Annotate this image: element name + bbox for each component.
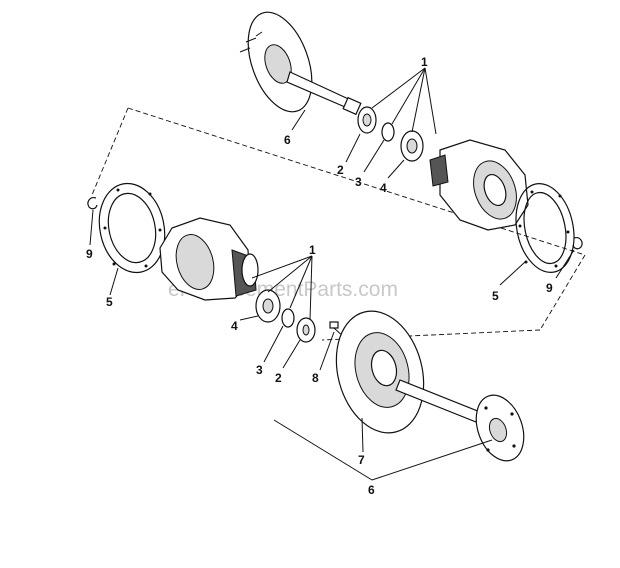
- callout-labels: 1 6 2 3 4 5 9 9 5 1 4 3 2 8 7 6: [86, 55, 553, 497]
- alignment-lines: [91, 107, 586, 341]
- upper-axle-shaft: [239, 11, 362, 116]
- callout-lower-2: 2: [275, 371, 282, 385]
- lower-snap-ring: [281, 308, 295, 328]
- upper-snap-ring: [381, 122, 395, 142]
- callout-upper-4: 4: [380, 181, 387, 195]
- leader-lines: [89, 67, 575, 481]
- callout-lower-3: 3: [256, 363, 263, 377]
- callout-left-9: 9: [86, 247, 93, 261]
- callout-lower-6: 6: [368, 483, 375, 497]
- callout-lower-8: 8: [312, 371, 319, 385]
- callout-upper-6: 6: [284, 133, 291, 147]
- callout-lower-1: 1: [309, 243, 316, 257]
- lower-axle-shaft: [395, 379, 525, 462]
- callout-upper-1: 1: [421, 55, 428, 69]
- callout-upper-2: 2: [337, 163, 344, 177]
- callout-left-5: 5: [106, 295, 113, 309]
- callout-lower-7: 7: [358, 453, 365, 467]
- left-clip: [87, 197, 98, 210]
- right-housing: [429, 139, 529, 231]
- callout-right-5: 5: [492, 289, 499, 303]
- callout-right-9: 9: [546, 281, 553, 295]
- left-housing: [159, 217, 259, 301]
- left-gasket: [98, 182, 166, 274]
- callout-upper-3: 3: [355, 175, 362, 189]
- brake-drum: [335, 310, 425, 434]
- upper-bearing-parts: [357, 106, 424, 162]
- lower-bearing-parts: [255, 289, 316, 343]
- callout-lower-4: 4: [231, 319, 238, 333]
- right-clip: [572, 237, 583, 250]
- right-gasket: [515, 183, 575, 273]
